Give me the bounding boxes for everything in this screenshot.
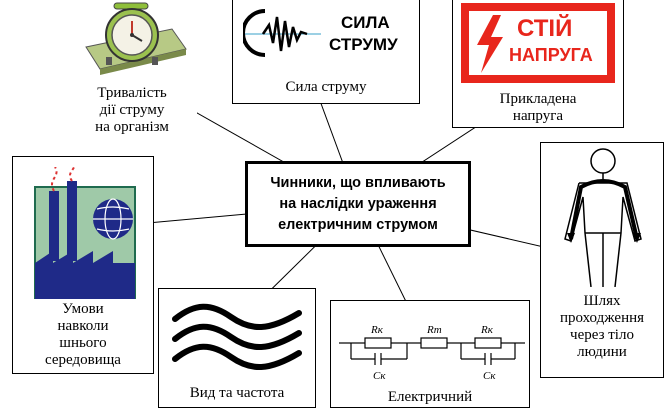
wave-lines-icon	[172, 303, 302, 371]
resistance-label: Електричний	[387, 389, 473, 405]
path-label: Шлях проходження через тіло людини	[559, 293, 645, 360]
frequency-label: Вид та частота	[189, 385, 285, 401]
node-path: Шлях проходження через тіло людини	[540, 142, 664, 378]
current-wave-logo-icon	[243, 9, 321, 57]
current-logo-line2: СТРУМУ	[329, 35, 398, 54]
equivalent-circuit-icon: Rк Rт Rк Cк Cк	[339, 324, 525, 382]
environment-label: Умови навколи шнього середовища	[45, 301, 121, 368]
node-duration: Тривалість дії струму на організм	[67, 0, 197, 140]
central-title: Чинники, що впливають на наслідки уражен…	[270, 174, 446, 233]
lightning-bolt-icon	[477, 15, 503, 73]
c-label-2: Cк	[483, 370, 496, 382]
r-label-1: Rк	[370, 324, 384, 336]
r-label-3: Rк	[480, 324, 494, 336]
node-resistance: Rк Rт Rк Cк Cк Електричний	[330, 300, 530, 408]
factory-globe-icon	[27, 167, 143, 299]
alarm-clock-icon	[85, 2, 187, 75]
r-label-2: Rт	[426, 324, 442, 336]
node-voltage: СТІЙ НАПРУГА Прикладена напруга	[452, 0, 624, 128]
central-factors-box: Чинники, що впливають на наслідки уражен…	[245, 161, 471, 247]
c-label-1: Cк	[373, 370, 386, 382]
sign-line1: СТІЙ	[517, 15, 573, 42]
node-environment: Умови навколи шнього середовища	[12, 156, 154, 374]
duration-label: Тривалість дії струму на організм	[95, 85, 169, 135]
voltage-label: Прикладена напруга	[499, 91, 577, 124]
human-figure-icon	[564, 148, 642, 287]
current-logo-line1: СИЛА	[341, 13, 390, 32]
sign-line2: НАПРУГА	[509, 45, 593, 65]
danger-sign: СТІЙ НАПРУГА	[461, 3, 615, 83]
node-current: СИЛА СТРУМУ Сила струму	[232, 0, 420, 104]
node-frequency: Вид та частота	[158, 288, 316, 408]
current-label: Сила струму	[285, 79, 367, 95]
